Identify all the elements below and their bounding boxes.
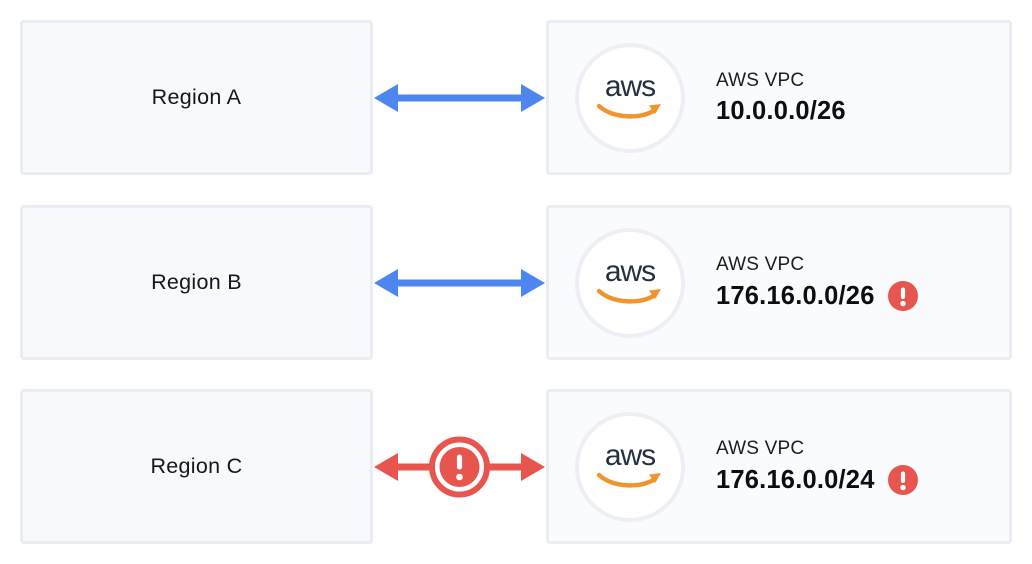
aws-logo-icon: aws	[575, 42, 685, 153]
region-label: Region B	[151, 270, 242, 294]
region-row-b: Region B aws AWS VPC 176.16.0.0/26	[20, 205, 1012, 360]
aws-logo-icon: aws	[575, 227, 685, 338]
aws-smile-icon	[597, 288, 661, 304]
connection-c	[373, 389, 546, 544]
aws-smile-icon	[597, 103, 661, 119]
region-box-b: Region B	[20, 205, 373, 360]
vpc-label: AWS VPC	[716, 438, 805, 460]
aws-logo-text: aws	[604, 439, 656, 472]
cidr-line: 10.0.0.0/26	[716, 97, 846, 125]
vpc-label: AWS VPC	[716, 70, 805, 92]
aws-logo-text: aws	[604, 255, 656, 288]
bidirectional-arrow-icon	[374, 83, 545, 112]
cidr-conflict-warning-icon	[887, 280, 918, 311]
aws-smile-icon	[597, 472, 661, 488]
aws-logo-icon: aws	[575, 411, 685, 522]
region-row-a: Region A aws AWS VPC 10.0.0.0/26	[20, 20, 1012, 175]
bidirectional-arrow-icon	[374, 268, 545, 297]
vpc-cidr: 10.0.0.0/26	[716, 96, 846, 125]
vpc-box-c: aws AWS VPC 176.16.0.0/24	[546, 389, 1012, 544]
region-row-c: Region C aws AWS VPC	[20, 389, 1012, 544]
vpc-info: AWS VPC 10.0.0.0/26	[716, 70, 846, 125]
aws-logo-text: aws	[604, 70, 656, 103]
region-box-c: Region C	[20, 389, 373, 544]
connection-a	[373, 20, 546, 175]
region-label: Region C	[150, 454, 243, 478]
vpc-info: AWS VPC 176.16.0.0/26	[716, 254, 918, 311]
vpc-info: AWS VPC 176.16.0.0/24	[716, 438, 918, 495]
vpc-box-a: aws AWS VPC 10.0.0.0/26	[546, 20, 1012, 175]
vpc-label: AWS VPC	[716, 254, 805, 276]
conflict-arrow-warning-icon	[374, 436, 545, 497]
cidr-line: 176.16.0.0/24	[716, 464, 918, 495]
vpc-cidr: 176.16.0.0/24	[716, 465, 875, 494]
cidr-conflict-warning-icon	[887, 464, 918, 495]
connection-b	[373, 205, 546, 360]
region-box-a: Region A	[20, 20, 373, 175]
region-label: Region A	[151, 85, 242, 109]
vpc-box-b: aws AWS VPC 176.16.0.0/26	[546, 205, 1012, 360]
cidr-line: 176.16.0.0/26	[716, 280, 918, 311]
vpc-cidr: 176.16.0.0/26	[716, 281, 875, 310]
